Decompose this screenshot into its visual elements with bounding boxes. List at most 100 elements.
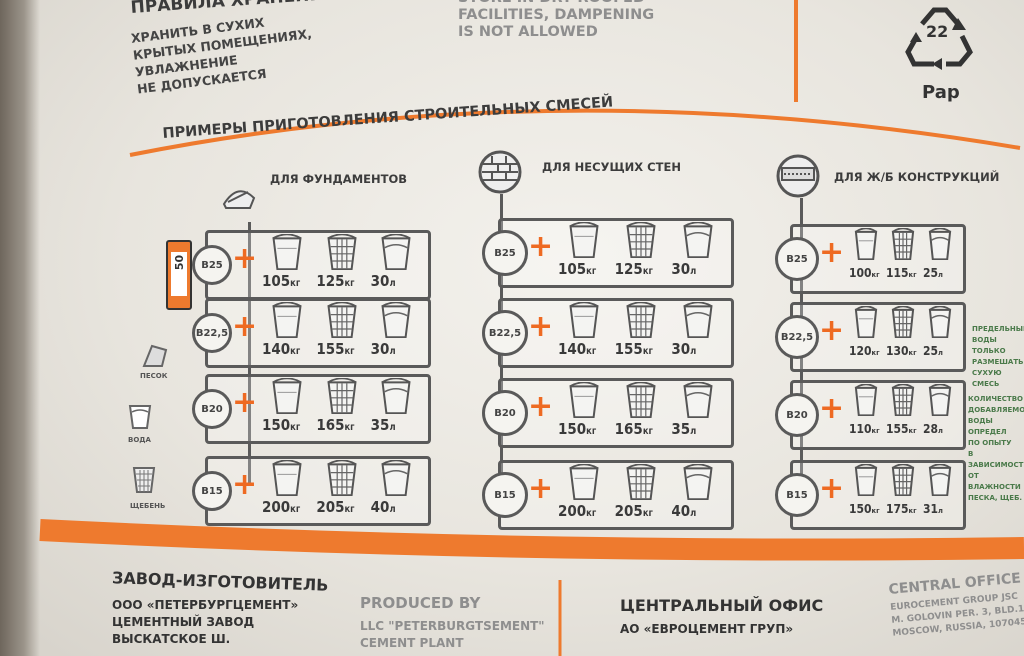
gravel-amount: 165кг [615,420,653,438]
legend-sand: ПЕСОК [140,372,168,380]
storage-line-en: IS NOT ALLOWED [458,24,598,40]
footer-produced: PRODUCED BY LLC "PETERBURGTSEMENT"CEMENT… [360,594,545,652]
water-bucket-icon [128,405,152,429]
sand-bucket-icon [568,301,600,342]
side-note-line: КОЛИЧЕСТВО [968,395,1023,403]
amount-unit: л [389,346,396,357]
grade-badge: B20 [482,390,528,436]
amount-unit: кг [586,266,597,277]
water-bucket-icon [380,301,412,342]
water-amount: 25л [923,344,943,358]
water-amount: 25л [923,266,943,280]
gravel-amount: 155кг [886,422,917,436]
amount-unit: л [389,278,396,289]
amount-value: 155 [614,340,643,358]
plus-icon: + [232,241,258,276]
office-lines-ru: АО «ЕВРОЦЕМЕНТ ГРУП» [620,621,823,638]
amount-value: 205 [614,502,643,520]
amount-unit: кг [871,270,880,279]
amount-value: 40 [671,502,691,520]
recycle-code: 22 [926,22,949,41]
plus-icon: + [528,229,554,264]
sand-amount: 140кг [262,340,300,358]
amount-unit: л [389,504,396,515]
manufacturer-line: ВЫСКАТСКОЕ Ш. [112,632,231,646]
column-heading: ДЛЯ ФУНДАМЕНТОВ [270,172,408,186]
amount-unit: кг [290,422,301,433]
plus-icon: + [232,309,258,344]
amount-unit: кг [642,346,653,357]
side-note-line: ДОБАВЛЯЕМОЙ [968,406,1024,414]
gravel-amount: 155кг [615,340,653,358]
amount-value: 25 [923,266,939,280]
gravel-amount: 175кг [886,502,917,516]
sand-bucket-icon [271,459,303,500]
sand-bucket-icon [271,377,303,418]
amount-value: 200 [558,502,587,520]
gravel-amount: 130кг [886,344,917,358]
gravel-amount: 125кг [316,272,354,290]
side-note-line: ВОДЫ ТОЛЬКО [972,336,1006,355]
water-bucket-icon [682,221,714,262]
amount-value: 30 [671,340,691,358]
amount-unit: кг [290,346,301,357]
office-line-ru: АО «ЕВРОЦЕМЕНТ ГРУП» [620,622,794,636]
column-connector [248,222,251,486]
water-amount: 35л [671,420,696,438]
amount-value: 155 [316,340,345,358]
amount-value: 35 [370,416,390,434]
plus-icon: + [528,389,554,424]
gravel-bucket-icon [891,305,915,342]
amount-unit: л [690,426,697,437]
sand-bucket-icon [271,301,303,342]
sand-amount: 105кг [558,260,596,278]
amount-unit: кг [642,508,653,519]
gravel-amount: 125кг [615,260,653,278]
office-title-ru: ЦЕНТРАЛЬНЫЙ ОФИС [620,596,824,615]
amount-unit: л [690,508,697,519]
water-amount: 31л [923,502,943,516]
water-amount: 30л [371,340,396,358]
grade-badge: B25 [482,230,528,276]
amount-unit: кг [586,508,597,519]
bag-weight: 50 [173,254,187,271]
recycle-label: Pap [922,82,960,103]
water-amount: 30л [371,272,396,290]
manufacturer-line: ЦЕМЕНТНЫЙ ЗАВОД [112,615,255,629]
amount-value: 125 [614,260,643,278]
plus-icon: + [819,391,845,426]
reinforced-concrete-icon [776,154,822,204]
amount-value: 205 [316,498,345,516]
amount-value: 110 [849,422,872,436]
amount-value: 165 [614,420,643,438]
gravel-amount: 155кг [316,340,354,358]
column-heading: ДЛЯ Ж/Б КОНСТРУКЦИЙ [834,170,1000,184]
amount-unit: л [938,270,943,279]
gravel-bucket-icon [326,459,358,500]
gravel-amount: 165кг [316,416,354,434]
amount-value: 150 [558,420,587,438]
column-heading: ДЛЯ НЕСУЩИХ СТЕН [542,160,681,174]
gravel-bucket-icon [625,221,657,262]
water-bucket-icon [928,305,952,342]
gravel-amount: 115кг [886,266,917,280]
amount-value: 125 [316,272,345,290]
water-bucket-icon [380,233,412,274]
storage-line-en: STORE IN DRY ROOFED [458,0,654,7]
water-bucket-icon [682,301,714,342]
sand-bucket-icon [854,383,878,420]
gravel-bucket-icon [891,383,915,420]
amount-unit: л [389,422,396,433]
side-note-line: ПРЕДЕЛЬНЫЕ [972,325,1024,333]
amount-value: 31 [923,502,939,516]
grade-badge: B25 [192,245,232,285]
gravel-bucket-icon [891,463,915,500]
amount-unit: л [690,346,697,357]
amount-value: 30 [370,272,390,290]
amount-unit: кг [871,506,880,515]
grade-badge: B15 [482,472,528,518]
water-amount: 40л [371,498,396,516]
amount-unit: кг [344,278,355,289]
water-bucket-icon [928,383,952,420]
